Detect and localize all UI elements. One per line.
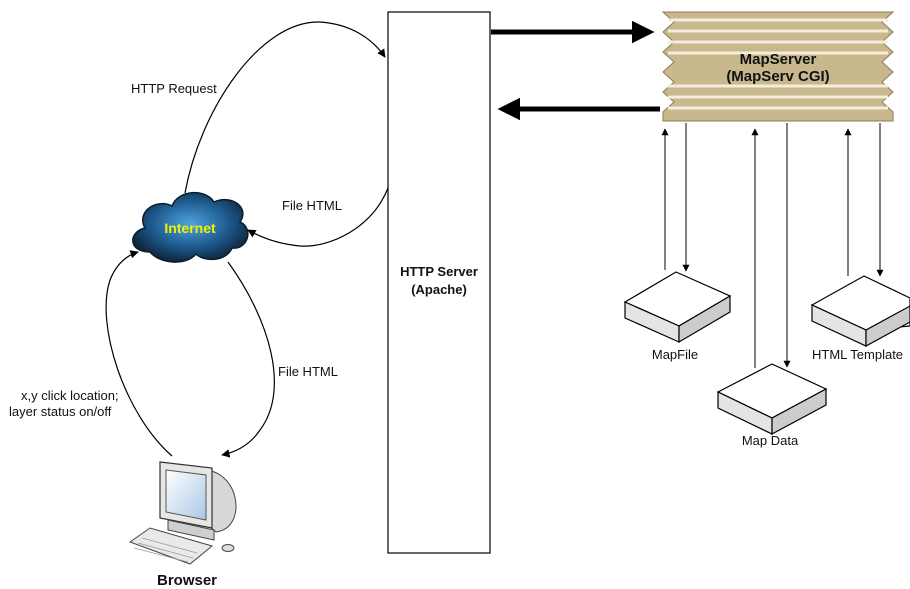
map-data-label: Map Data (742, 433, 799, 448)
mapfile-label: MapFile (652, 347, 698, 362)
mapserver-label: MapServer (740, 51, 817, 68)
click-label-line-1: x,y click location; (21, 388, 119, 403)
map-data-storage-icon (716, 363, 828, 436)
file-html-edge-2 (221, 261, 275, 458)
http-server-label: HTTP Server (400, 264, 478, 279)
http-request-label: HTTP Request (131, 81, 217, 96)
internet-label: Internet (164, 220, 216, 236)
html-template-label: HTML Template (812, 347, 903, 362)
http-request-edge (184, 21, 386, 194)
file-html-edge-1 (247, 187, 389, 247)
computer-icon (128, 461, 237, 565)
mapserver-sublabel: (MapServ CGI) (726, 68, 829, 85)
data-flow-arrows (661, 123, 884, 368)
click-label-line-2: layer status on/off (9, 404, 112, 419)
click-edge (105, 250, 173, 457)
browser-label: Browser (157, 572, 217, 589)
html-template-storage-icon (810, 275, 910, 348)
mapfile-storage-icon (623, 271, 732, 344)
http-server-node: HTTP Server (Apache) (387, 11, 491, 554)
mapserver-node: MapServer (MapServ CGI) (661, 11, 895, 122)
file-html-label-2: File HTML (278, 364, 338, 379)
file-html-label-1: File HTML (282, 198, 342, 213)
http-server-sublabel: (Apache) (411, 282, 467, 297)
internet-cloud-icon: Internet (132, 192, 249, 263)
